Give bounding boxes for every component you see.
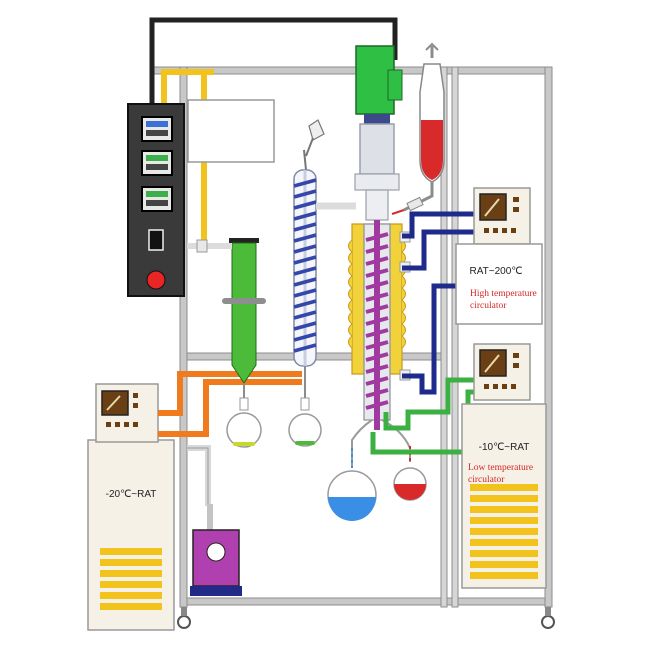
trap-flask bbox=[226, 397, 262, 448]
emergency-stop-button bbox=[146, 270, 166, 290]
column bbox=[348, 220, 411, 430]
wiper-coil bbox=[365, 232, 389, 410]
low-temp-name-line1: Low temperature bbox=[468, 463, 533, 473]
high-temp-circulator: RAT~200℃ High temperature circulator bbox=[455, 243, 543, 325]
hot-oil-line-2 bbox=[402, 229, 476, 271]
display-3 bbox=[141, 186, 173, 212]
condenser-flask bbox=[288, 397, 322, 447]
feed-funnel bbox=[303, 119, 325, 171]
chiller-controller bbox=[95, 383, 159, 443]
high-temp-name-line1: High temperature bbox=[470, 289, 537, 299]
low-temp-range-label: -10℃~RAT bbox=[479, 442, 530, 453]
high-temp-range-label: RAT~200℃ bbox=[469, 266, 522, 277]
cooling-line-1 bbox=[383, 377, 480, 431]
caster-wheel-right bbox=[541, 615, 555, 629]
cold-trap bbox=[187, 238, 266, 398]
receiving-flask-distillate bbox=[327, 419, 377, 521]
chiller-vent-grille bbox=[100, 548, 162, 610]
chiller-range-label: -20℃~RAT bbox=[106, 489, 157, 500]
power-switch bbox=[148, 229, 164, 251]
motor bbox=[355, 45, 403, 124]
caster-wheel-left bbox=[177, 615, 191, 629]
high-temp-circulator-controller bbox=[473, 187, 531, 245]
display-2 bbox=[141, 150, 173, 176]
vacuum-line bbox=[149, 17, 398, 118]
chiller: -20℃~RAT bbox=[87, 439, 175, 631]
hot-oil-line-3 bbox=[402, 283, 476, 395]
chiller-line-2 bbox=[158, 379, 302, 437]
low-temp-name-line2: circulator bbox=[468, 475, 505, 485]
hot-oil-line-1 bbox=[402, 211, 476, 239]
control-panel bbox=[127, 103, 185, 297]
low-temp-circulator-controller bbox=[473, 343, 531, 401]
feed-funnel-red bbox=[391, 42, 445, 215]
vacuum-pump bbox=[187, 445, 242, 596]
receiving-flask-residue bbox=[381, 419, 427, 501]
low-temp-vent-grille bbox=[470, 484, 538, 579]
condenser-coil bbox=[293, 178, 317, 353]
low-temp-circulator: -10℃~RAT Low temperature circulator bbox=[461, 403, 547, 589]
column-top-glass bbox=[354, 123, 400, 221]
condenser bbox=[293, 169, 356, 398]
high-temp-name-line2: circulator bbox=[470, 301, 507, 311]
info-panel bbox=[187, 99, 275, 163]
display-1 bbox=[141, 116, 173, 142]
